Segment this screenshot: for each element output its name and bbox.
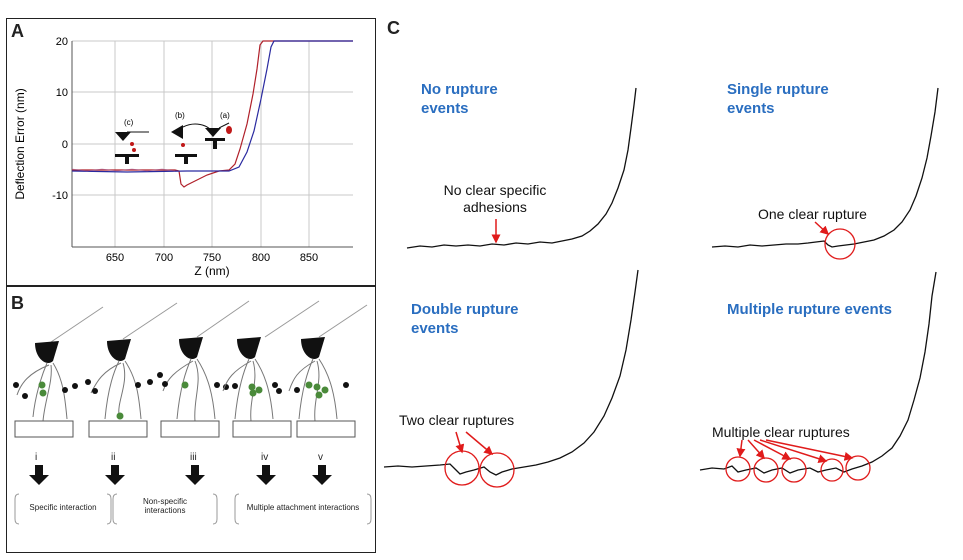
panel-b: B [6, 286, 376, 553]
single-rupture-note: One clear rupture [758, 206, 867, 222]
no-rupture-title: No rupture events [421, 81, 498, 117]
plot-grid [72, 40, 353, 248]
panel-a-label: A [11, 21, 24, 41]
multiple-rupture-arrow-1 [736, 439, 746, 458]
roman-label-iv: iv [261, 452, 269, 463]
x-axis-label: Z (nm) [194, 264, 229, 278]
x-tick-label: 750 [203, 252, 221, 264]
panel-a: A 20 10 0 -10 650 700 750 800 850 Z (nm)… [6, 18, 376, 286]
y-axis-label: Deflection Error (nm) [13, 88, 27, 199]
group-label-specific: Specific interaction [29, 503, 97, 512]
multiple-rupture-arrow-4 [759, 439, 828, 464]
multiple-rupture-circle-2 [753, 457, 779, 483]
single-rupture-title: Single rupture events [727, 81, 829, 117]
multiple-rupture-arrow-2 [747, 439, 765, 460]
interaction-unit-iii [157, 300, 250, 485]
roman-label-i: i [35, 452, 38, 463]
group-label-non-specific: Non-specific interactions [142, 497, 187, 515]
single-rupture-circle [824, 228, 856, 260]
single-rupture-arrow [814, 221, 830, 236]
roman-label-iii: iii [190, 452, 197, 463]
y-tick-label: 10 [56, 87, 68, 99]
x-tick-label: 800 [252, 252, 270, 264]
y-tick-label: 0 [62, 139, 68, 151]
interaction-unit-ii [85, 302, 178, 485]
tip-label-c: (c) [124, 118, 134, 127]
group-braces [14, 493, 372, 525]
multiple-rupture-circle-3 [781, 457, 807, 483]
approach-curve [72, 40, 353, 188]
tip-label-a: (a) [220, 111, 230, 120]
interaction-unit-v [288, 304, 368, 485]
multiple-rupture-arrow-5 [765, 439, 854, 461]
noise-trace [71, 168, 176, 172]
double-rupture-note: Two clear ruptures [399, 412, 515, 428]
x-tick-label: 850 [300, 252, 318, 264]
multiple-rupture-circle-5 [845, 455, 871, 481]
multiple-rupture-arrow-3 [753, 439, 792, 460]
panel-c-label: C [387, 18, 400, 38]
force-curve-plot: 20 10 0 -10 650 700 750 800 850 Z (nm) D… [13, 36, 353, 278]
roman-label-v: v [318, 452, 323, 463]
interaction-unit-iv [222, 300, 320, 485]
y-tick-label: 20 [56, 36, 68, 48]
roman-label-ii: ii [111, 452, 116, 463]
x-tick-label: 650 [106, 252, 124, 264]
interaction-unit-i [13, 306, 104, 485]
tip-schematic-b: (b) [171, 111, 213, 164]
double-rupture-circle-1 [444, 450, 480, 486]
double-rupture-circle-2 [479, 452, 515, 488]
double-rupture-title: Double rupture events [411, 301, 519, 337]
retract-curve [71, 40, 353, 173]
multiple-rupture-title: Multiple rupture events [727, 301, 893, 318]
multiple-rupture-circle-4 [820, 458, 844, 482]
tip-schematic-c: (c) [115, 118, 149, 164]
group-label-multiple: Multiple attachment interactions [246, 503, 360, 512]
tip-schematic-a: (a) [205, 111, 232, 149]
y-tick-label: -10 [52, 190, 68, 202]
multiple-rupture-note: Multiple clear ruptures [712, 424, 850, 440]
panel-b-label: B [11, 293, 24, 313]
multiple-rupture-circle-1 [725, 456, 751, 482]
double-rupture-arrow-1 [455, 431, 465, 454]
tip-label-b: (b) [175, 111, 185, 120]
x-tick-label: 700 [155, 252, 173, 264]
binding-schematic [13, 300, 372, 525]
no-rupture-note: No clear specific adhesions [443, 182, 547, 215]
double-rupture-arrow-2 [465, 431, 494, 455]
